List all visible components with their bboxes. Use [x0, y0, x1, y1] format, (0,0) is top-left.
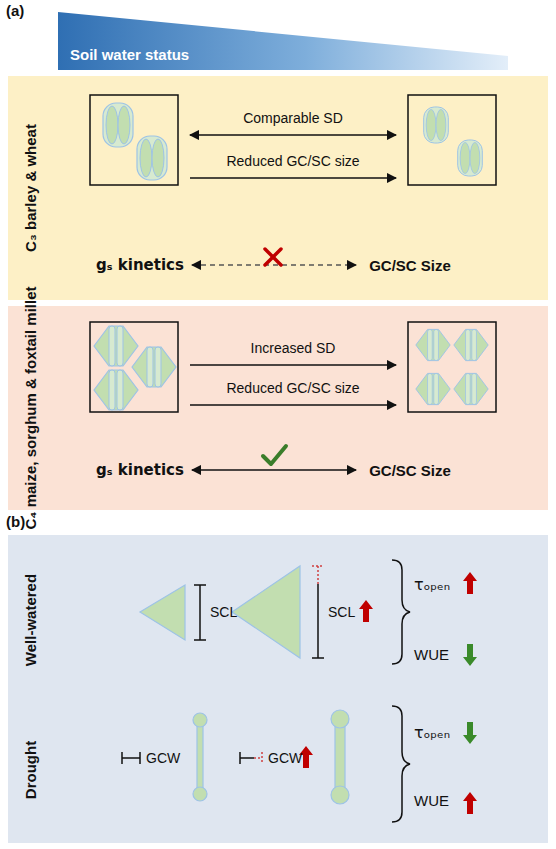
band-label: Soil water status — [70, 46, 189, 63]
panel-letter: (a) — [6, 2, 24, 19]
panel-box: Well-wateredDrought — [8, 535, 548, 843]
annotation-label: GCW — [268, 750, 302, 766]
panel-letter: (b) — [6, 513, 25, 530]
annotation-label: Reduced GC/SC size — [226, 380, 359, 396]
annotation-label: Reduced GC/SC size — [226, 153, 359, 169]
annotation-label: SCL — [210, 604, 237, 620]
panel-label: Drought — [22, 741, 39, 799]
annotation-label: gₛ kinetics — [96, 461, 184, 479]
panel-box: C₄ maize, sorghum & foxtail millet — [8, 306, 548, 510]
annotation-label: WUE — [414, 646, 449, 663]
annotation-label: GC/SC Size — [369, 257, 451, 274]
annotation-label: WUE — [414, 792, 449, 809]
panel-box: C₃ barley & wheat — [8, 76, 548, 300]
annotation-label: SCL — [328, 604, 355, 620]
gradient-band: Soil water status — [58, 12, 508, 70]
annotation-label: τₒₚₑₙ — [414, 575, 450, 594]
annotation-label: GCW — [146, 750, 180, 766]
annotation-label: Increased SD — [251, 340, 336, 356]
annotation-label: Comparable SD — [243, 110, 343, 126]
annotation-label: gₛ kinetics — [96, 256, 184, 274]
annotation-label: GC/SC Size — [369, 462, 451, 479]
panel-label: C₃ barley & wheat — [22, 124, 39, 252]
panel-label: Well-watered — [22, 574, 39, 666]
annotation-label: τₒₚₑₙ — [414, 723, 450, 742]
panel-label: C₄ maize, sorghum & foxtail millet — [22, 286, 39, 529]
